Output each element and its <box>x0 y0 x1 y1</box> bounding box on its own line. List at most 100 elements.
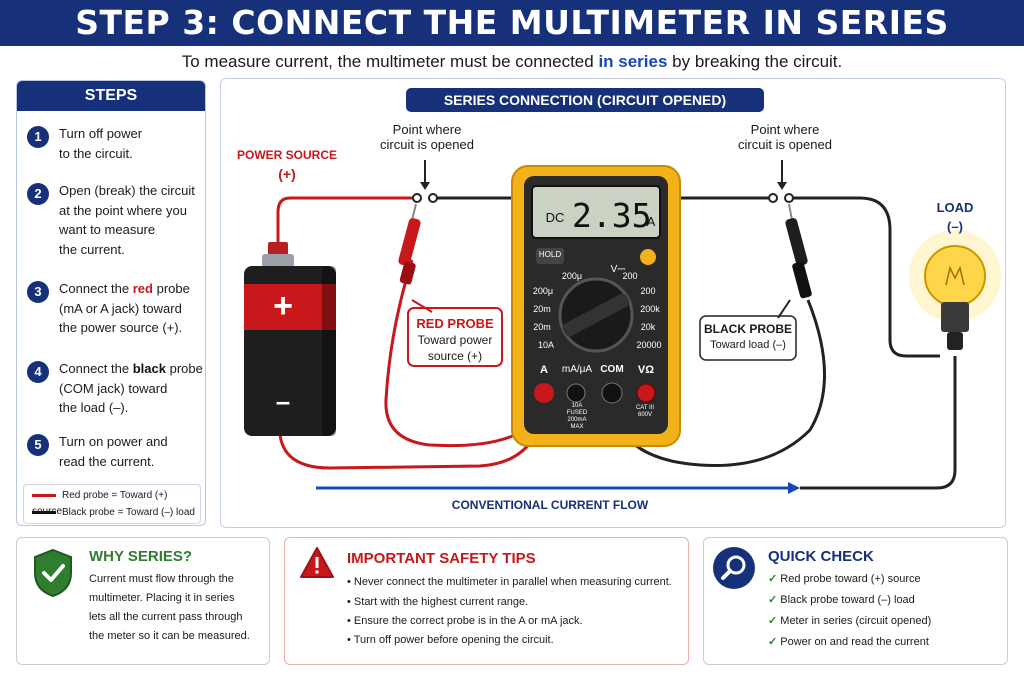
dial-right-4: 20000 <box>636 340 662 350</box>
red-probe-line: Toward power <box>417 333 493 347</box>
flow-arrow-head <box>788 482 800 494</box>
open-point-right-a <box>768 193 778 203</box>
step-number: 3 <box>27 281 49 303</box>
safety-tip-text: Start with the highest current range. <box>353 596 529 608</box>
step-line: probe <box>169 361 203 376</box>
step-line: Turn on power and <box>59 434 168 449</box>
why-series-text: Current must flow through the multimeter… <box>89 570 267 646</box>
step-line: Open (break) the circuit <box>59 183 195 198</box>
check-circle-icon: ✓ <box>768 573 778 585</box>
open-point-right-label: Point where circuit is opened <box>722 122 848 152</box>
battery-plus: + <box>273 287 293 325</box>
power-source-title: POWER SOURCE <box>236 148 337 162</box>
wire-to-load <box>790 196 940 358</box>
step-line: read the current. <box>59 453 155 469</box>
red-line-swatch <box>32 493 56 497</box>
red-probe-icon <box>398 203 421 285</box>
dial-top-left: 200μ <box>561 271 583 281</box>
page-subtitle: To measure current, the multimeter must … <box>0 52 1024 72</box>
red-probe-callout-box <box>407 307 503 367</box>
black-probe-title: BLACK PROBE <box>703 322 792 336</box>
hold-button: HOLD <box>538 250 562 259</box>
dial-right-3: 20k <box>640 322 656 332</box>
open-point-left-line: Point where <box>392 122 462 137</box>
step-line: the current. <box>59 241 125 257</box>
open-point-right-line: Point where <box>750 122 820 137</box>
diagram-heading: SERIES CONNECTION (CIRCUIT OPENED) <box>406 88 764 112</box>
dial-left-3: 20m <box>533 322 551 332</box>
meter-unit: A <box>646 214 656 229</box>
jack-v-note-line: CAT III <box>635 405 655 411</box>
black-probe-lead <box>610 299 826 468</box>
open-point-left-a <box>412 193 422 203</box>
jack-a-note-line: MAX <box>570 424 584 430</box>
arrow-right-head <box>777 182 787 190</box>
step-emphasis-black: black <box>132 361 166 376</box>
jack-v-note: CAT III 600V <box>630 405 660 419</box>
jack-a-label: A <box>540 364 548 376</box>
check-item: ✓ Power on and read the current <box>768 635 929 648</box>
step-line: the load (–). <box>59 400 129 415</box>
black-probe-callout: BLACK PROBE Toward load (–) <box>702 321 794 353</box>
step-number: 2 <box>27 183 49 205</box>
check-item-text: Power on and read the current <box>780 636 929 648</box>
open-point-right-b <box>784 193 794 203</box>
step-line: Connect the <box>59 361 130 376</box>
step-line: to the circuit. <box>59 145 133 161</box>
black-probe-icon <box>785 203 812 299</box>
red-probe-title: RED PROBE <box>416 316 494 331</box>
wire-red-top <box>276 196 414 244</box>
jack-a-note-line: FUSED <box>566 410 588 416</box>
warning-icon <box>300 547 334 578</box>
meter-mode: DC <box>545 210 565 225</box>
multimeter-icon <box>511 165 681 447</box>
why-line: multimeter. Placing it in series <box>89 592 235 604</box>
check-item: ✓ Black probe toward (–) load <box>768 593 915 606</box>
black-callout-pointer <box>777 299 791 319</box>
power-source-sign: (+) <box>278 166 296 182</box>
dial-right-1: 200 <box>640 286 656 296</box>
battery-minus: – <box>275 386 291 416</box>
meter-reading: 2.35 <box>572 196 652 235</box>
black-probe-line: Toward load (–) <box>710 339 786 351</box>
jack-ma-label: mA/μA <box>561 364 593 375</box>
step-number: 5 <box>27 434 49 456</box>
safety-title: IMPORTANT SAFETY TIPS <box>347 550 536 567</box>
step-line: Connect the <box>59 281 130 296</box>
step-line: the power source (+). <box>59 320 183 335</box>
step-line: want to measure <box>59 222 156 237</box>
light-bulb-icon <box>909 230 1001 350</box>
dial-right-2: 200k <box>640 304 660 314</box>
black-line-swatch <box>32 510 56 514</box>
step-line: probe <box>156 281 190 296</box>
dial-left-4: 10A <box>537 340 554 350</box>
check-circle-icon: ✓ <box>768 615 778 627</box>
magnifier-icon <box>713 547 755 589</box>
safety-tip: • Never connect the multimeter in parall… <box>347 576 672 588</box>
steps-heading: STEPS <box>17 81 205 111</box>
red-probe-callout: RED PROBE Toward power source (+) <box>410 316 500 364</box>
check-circle-icon: ✓ <box>768 594 778 606</box>
check-circle-icon: ✓ <box>768 636 778 648</box>
red-callout-pointer <box>411 299 433 313</box>
dial-left-1: 200μ <box>532 286 554 296</box>
jack-com-label: COM <box>600 364 624 375</box>
dial-v-label: V⎓ <box>610 264 626 275</box>
probe-legend: Red probe = Toward (+) source Black prob… <box>23 484 201 524</box>
current-flow-label: CONVENTIONAL CURRENT FLOW <box>451 498 649 512</box>
subtitle-text-end: by breaking the circuit. <box>672 52 843 71</box>
step-number: 4 <box>27 361 49 383</box>
step-line: at the point where you <box>59 202 187 218</box>
load-label: LOAD (–) <box>920 200 990 234</box>
why-line: Current must flow through the <box>89 573 234 585</box>
safety-tip-text: Never connect the multimeter in parallel… <box>353 576 672 588</box>
load-sign: (–) <box>947 219 963 234</box>
quick-check-panel: QUICK CHECK ✓ Red probe toward (+) sourc… <box>703 537 1008 665</box>
open-point-left-b <box>428 193 438 203</box>
safety-tip: • Turn off power before opening the circ… <box>347 634 554 646</box>
step-emphasis-red: red <box>132 281 153 296</box>
check-item-text: Red probe toward (+) source <box>780 573 921 585</box>
wire-load-return <box>800 356 957 490</box>
